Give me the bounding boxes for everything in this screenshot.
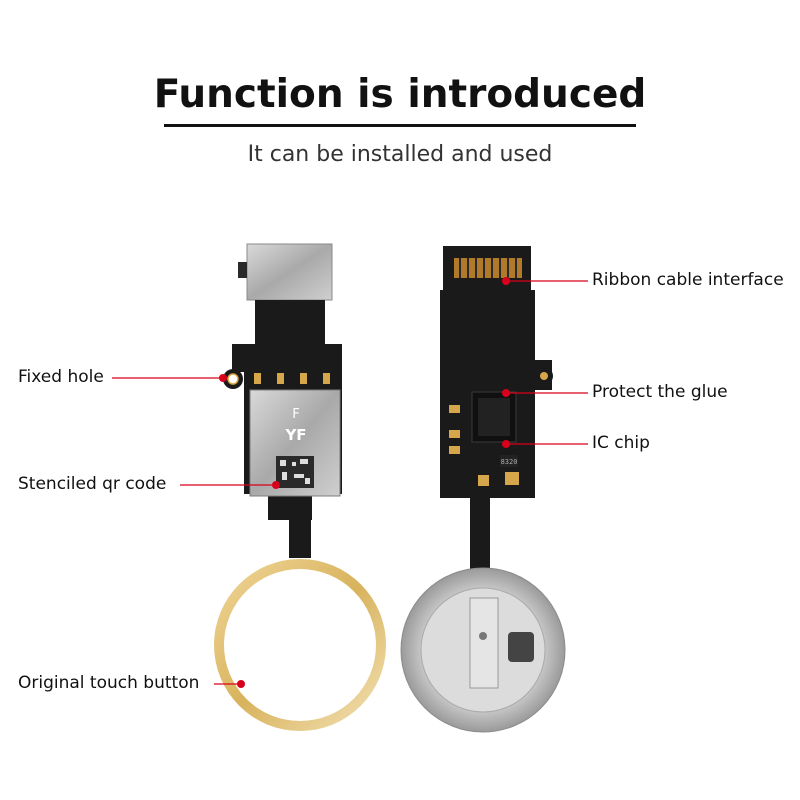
flex-neck xyxy=(255,300,325,344)
callout-lines xyxy=(112,277,588,688)
flex-tail xyxy=(289,518,311,558)
right-home-button-assembly: 8320 xyxy=(400,246,566,733)
callout-fixed-hole: Fixed hole xyxy=(18,367,104,387)
gold-contact xyxy=(254,373,261,384)
chip-code: 8320 xyxy=(501,458,518,466)
gold-contact xyxy=(323,373,330,384)
callout-ic-chip: IC chip xyxy=(592,433,650,453)
gold-contact xyxy=(277,373,284,384)
side-tab xyxy=(238,262,247,278)
mount-hole xyxy=(540,372,548,380)
logo-letters: YF xyxy=(284,426,306,444)
callout-protect-the-glue: Protect the glue xyxy=(592,382,728,402)
title-underline xyxy=(164,124,636,127)
flex-tail-back xyxy=(470,498,490,573)
fixed-hole-ring xyxy=(227,373,239,385)
callout-original-touch-button: Original touch button xyxy=(18,673,200,693)
callout-stenciled-qr-code: Stenciled qr code xyxy=(18,474,167,494)
page-subtitle: It can be installed and used xyxy=(247,142,553,167)
gold-contact xyxy=(300,373,307,384)
top-steel-plate xyxy=(246,243,333,301)
page-title: Function is introduced xyxy=(153,72,647,117)
left-home-button-assembly: F YF xyxy=(214,243,386,731)
logo-icon: F xyxy=(292,407,299,422)
callout-ribbon-cable-interface: Ribbon cable interface xyxy=(592,270,784,290)
connector-pins xyxy=(454,258,522,278)
